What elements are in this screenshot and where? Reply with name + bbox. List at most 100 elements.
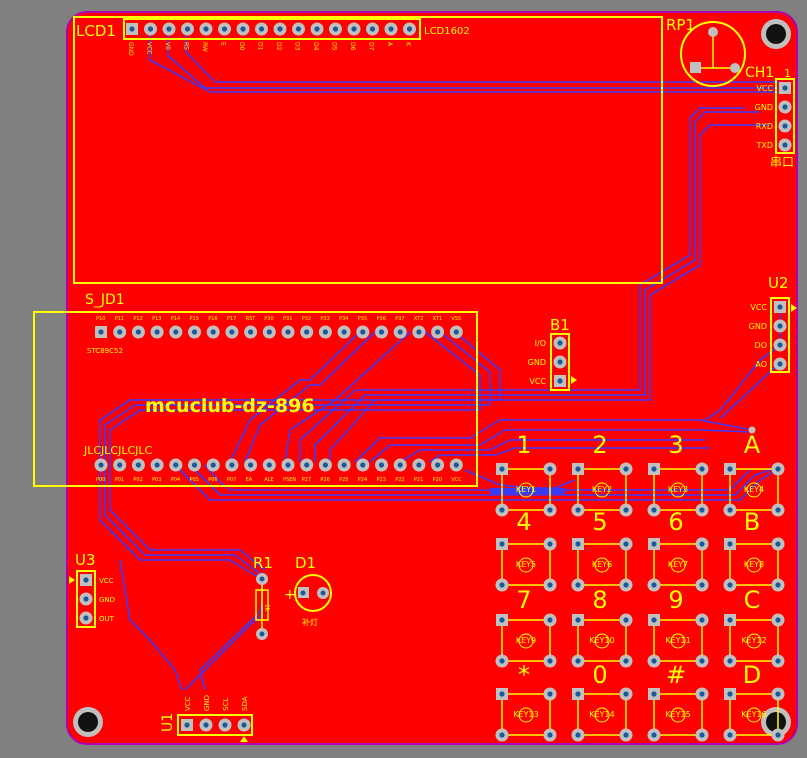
mcu-top-pad-hole [173,329,179,335]
key-pad-hole [727,732,733,738]
key-pad-hole [623,466,629,472]
lcd-pin-label: K [405,42,412,47]
mcu-bottom-pin-label: P00 [96,477,105,483]
mcu-top-pin-label: P16 [208,316,217,322]
key-outline [577,543,627,586]
u3-pin-label: OUT [99,615,115,623]
key-outline [729,619,779,662]
key-pad-hole [727,466,733,472]
mcu-bottom-pad-hole [360,462,366,468]
key-pad-hole [547,617,553,623]
key-pad-hole [499,507,505,513]
mcu-bottom-pad-hole [397,462,403,468]
lcd-outline [73,16,663,284]
key-pad-hole [499,732,505,738]
mcu-bottom-pad-hole [135,462,141,468]
lcd-pad-hole [351,26,357,32]
d1-pad-1-hole [300,590,306,596]
board-title: mcuclub-dz-896 [145,395,315,417]
mcu-top-pin-label: P34 [339,316,348,322]
u3-pin1-marker [69,576,75,584]
key-button-ring [746,557,762,573]
mcu-top-pin-label: P33 [320,316,329,322]
u3-pad-hole [83,615,89,621]
mcu-bottom-pin-label: P27 [302,477,311,483]
mcu-bottom-pin-label: P26 [320,477,329,483]
mcu-top-pad-hole [397,329,403,335]
mcu-bottom-pin-label: P03 [152,477,161,483]
lcd-pin-label: D1 [257,42,264,51]
lcd-pin-label: D7 [368,42,375,51]
mcu-bottom-pad-hole [285,462,291,468]
u2-outline [770,297,790,373]
rp1-pad-3 [730,63,740,73]
u2-pin-label: DO [755,341,767,350]
d1-pad-2-hole [320,590,326,596]
key-legend: 5 [592,508,607,536]
u1-pad-hole [184,722,190,728]
key-pad-hole [575,658,581,664]
mcu-top-pad-hole [341,329,347,335]
key-pad-hole [699,466,705,472]
key-name: KEY15 [665,710,690,719]
ch1-outline [775,78,795,154]
mcu-top-pad-hole [191,329,198,335]
u2-pad-hole [777,323,783,329]
key-button-ring [518,482,534,498]
mcu-bottom-pad-hole [341,462,347,468]
ch1-ref: CH1 [745,65,774,81]
key-button-ring [594,482,610,498]
ch1-pad-hole [782,104,788,110]
mcu-top-pin-label: VSS [451,316,461,322]
key-pad-hole [727,582,733,588]
ch1-pad-hole [782,142,788,148]
key-button-ring [518,633,534,649]
rp1-pad-1 [708,27,718,37]
mcu-bottom-pin-label: P05 [190,477,199,483]
b1-ref: B1 [550,316,570,334]
mcu-top-pin-label: P13 [152,316,161,322]
lcd-pad-hole [203,26,209,32]
mcu-top-pin-label: P37 [395,316,404,322]
key-legend: B [744,508,760,536]
lcd-pin-label: V0 [164,42,171,50]
mcu-bottom-pin-label: P04 [171,477,180,483]
mcu-top-pin-label: XT2 [414,316,424,322]
lcd-pin-label: D0 [238,42,245,51]
rp1-pins [695,32,735,69]
u2-pad-hole [777,342,783,348]
key-name: KEY13 [513,710,538,719]
mcu-bottom-pin-label: P25 [339,477,348,483]
key-name: KEY16 [741,710,766,719]
r1-body [255,589,269,621]
mcu-top-pad-hole [435,329,441,335]
mcu-bottom-pad-hole [435,462,441,468]
lcd-pin-label: D6 [349,42,356,51]
key-outline [653,619,703,662]
mcu-top-pad-hole [360,329,366,335]
u1-pin-label: SCL [222,698,230,711]
key-legend: 8 [592,586,607,614]
mcu-bottom-pin-label: P02 [133,477,142,483]
key-legend: * [518,661,530,689]
ch1-pad-hole [782,85,788,91]
key-pad-hole [547,582,553,588]
key-pad-hole [651,617,657,623]
key-pad-hole [651,507,657,513]
ch1-pad-hole [782,123,788,129]
lcd-pin-label: RS [183,42,190,50]
key-name: KEY3 [668,485,688,494]
board-outline [66,11,798,745]
key-pad-hole [623,732,629,738]
mcu-top-pad-hole [453,329,459,335]
key-pad-hole [727,658,733,664]
key-pad-hole [699,691,705,697]
key-name: KEY5 [516,560,536,569]
key-legend: # [666,661,686,689]
key-name: KEY7 [668,560,688,569]
mcu-bottom-pin-label: P07 [227,477,236,483]
